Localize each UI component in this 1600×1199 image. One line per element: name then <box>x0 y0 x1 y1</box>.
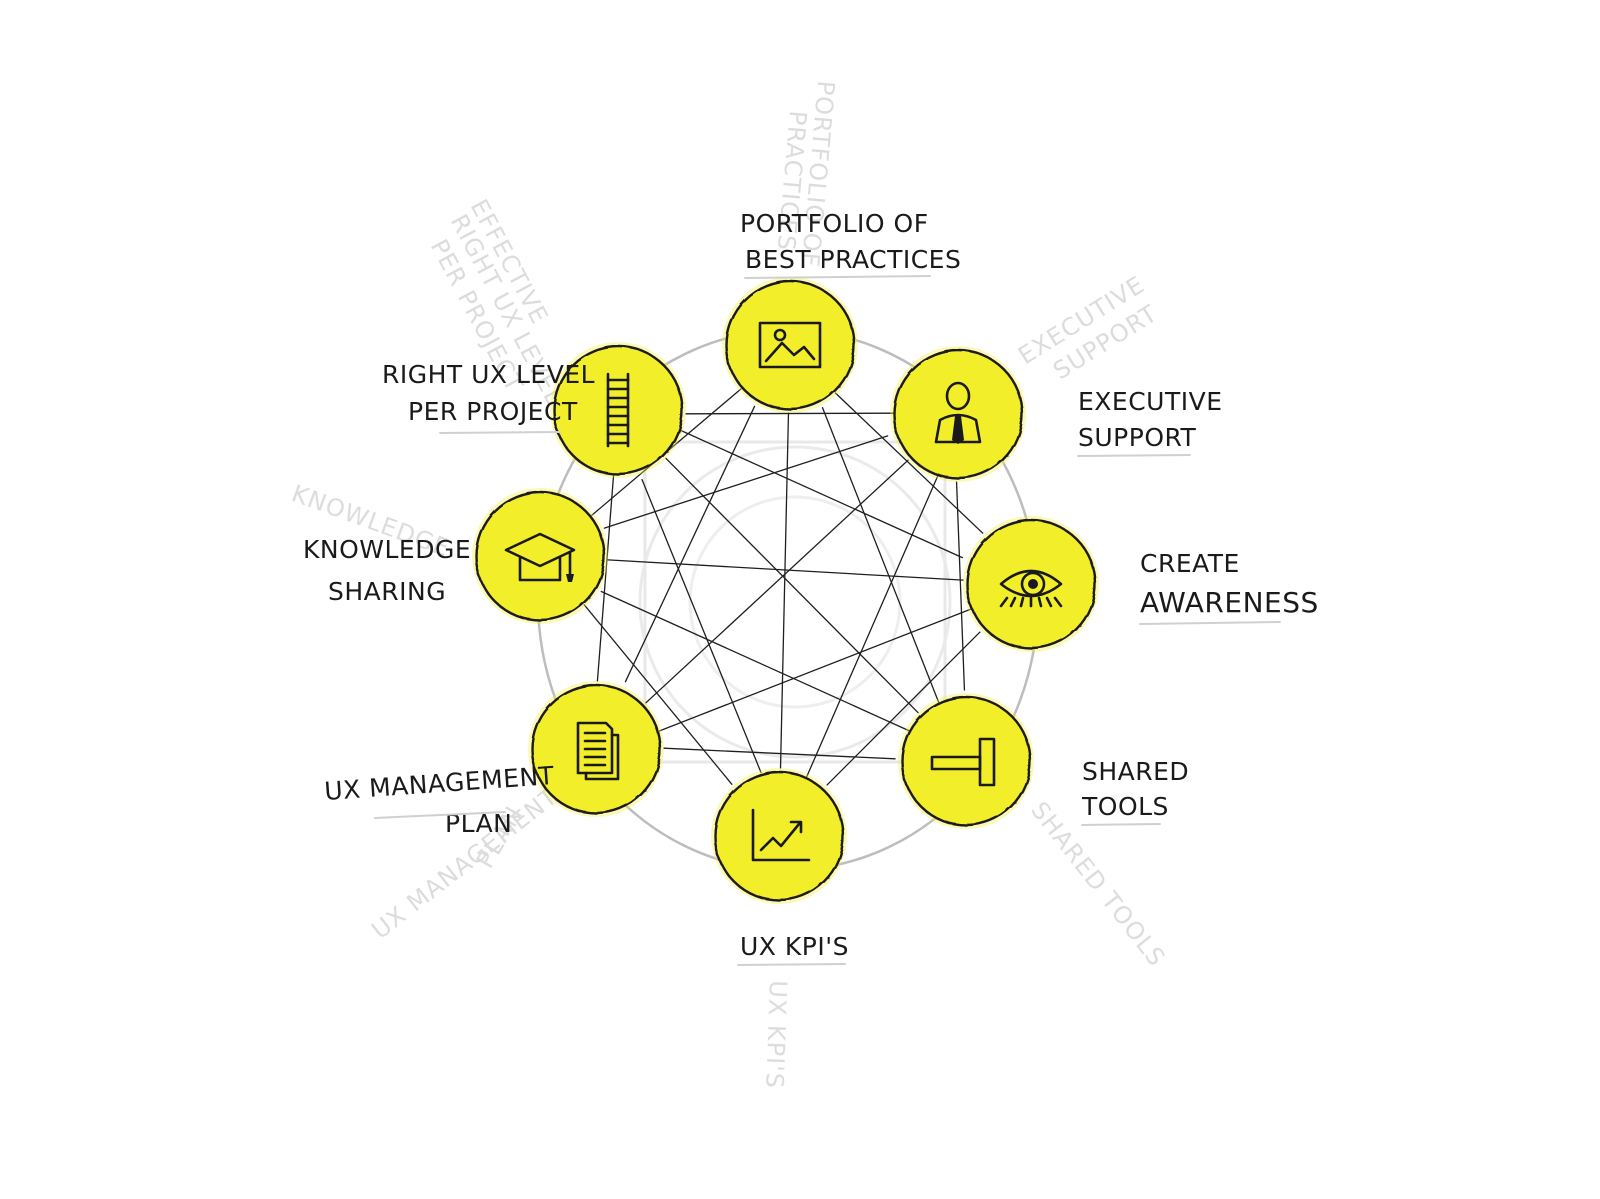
label-right-ux-line2: PER PROJECT <box>408 397 578 426</box>
connector-portfolio-ux-kpis <box>779 412 790 769</box>
node-ux-kpis-circle <box>713 770 845 902</box>
connector-ux-kpis-knowledge <box>583 604 733 785</box>
node-knowledge <box>472 488 608 624</box>
node-portfolio <box>722 277 858 413</box>
connector-ux-management-right-ux <box>596 474 615 682</box>
label-ux-kpis-underline <box>737 963 846 966</box>
label-executive: EXECUTIVE SUPPORT <box>1077 387 1223 457</box>
ghost-circle <box>638 445 952 759</box>
ladder-icon <box>606 372 630 448</box>
label-awareness-line2: AWARENESS <box>1140 586 1319 619</box>
node-right-ux <box>550 342 686 478</box>
label-shared-tools-underline <box>1081 823 1161 826</box>
connector-lines <box>583 388 984 786</box>
label-portfolio-line1: PORTFOLIO OF <box>740 209 929 238</box>
executive-person-icon <box>934 381 982 444</box>
label-ux-kpis-line1: UX KPI'S <box>740 932 849 961</box>
label-shared-tools-line1: SHARED <box>1082 757 1189 786</box>
node-right-ux-circle <box>552 344 684 476</box>
node-ux-kpis <box>711 768 847 904</box>
eye-icon <box>999 569 1063 608</box>
label-knowledge-line2: SHARING <box>328 577 446 606</box>
label-ux-kpis: UX KPI'S <box>737 932 849 966</box>
connector-shared-tools-ux-management <box>663 747 896 760</box>
label-awareness: CREATE AWARENESS <box>1139 549 1319 625</box>
label-portfolio-line2: BEST PRACTICES <box>745 245 961 274</box>
connector-awareness-right-ux <box>680 429 963 559</box>
connector-portfolio-shared-tools <box>821 406 941 706</box>
label-right-ux-line1: RIGHT UX LEVEL <box>382 360 595 389</box>
connector-awareness-ux-management <box>658 607 975 732</box>
node-awareness <box>963 516 1099 652</box>
ghost-label-ux-management: UX MANAGEMENT <box>366 782 563 944</box>
node-executive <box>890 346 1026 482</box>
node-portfolio-circle <box>724 279 856 411</box>
ghost-circle-inner <box>688 495 902 709</box>
ghost-label-ux-kpis: UX KPI'S <box>760 980 792 1090</box>
label-right-ux-underline <box>439 431 561 434</box>
node-shared-tools <box>898 693 1034 829</box>
label-shared-tools-line2: TOOLS <box>1081 792 1169 821</box>
label-executive-underline <box>1077 454 1191 457</box>
connector-executive-knowledge <box>603 435 889 529</box>
label-ux-management-underline <box>374 811 506 819</box>
connector-awareness-knowledge <box>607 559 964 581</box>
ghost-frame <box>643 440 947 764</box>
hammer-icon <box>930 737 996 787</box>
node-knowledge-circle <box>474 490 606 622</box>
connector-executive-ux-management <box>645 459 909 704</box>
connector-shared-tools-knowledge <box>600 590 912 733</box>
label-awareness-line1: CREATE <box>1140 549 1240 578</box>
connector-executive-right-ux <box>685 412 894 415</box>
label-portfolio: PORTFOLIO OF BEST PRACTICES <box>740 209 961 279</box>
label-executive-line1: EXECUTIVE <box>1078 387 1223 416</box>
label-executive-line2: SUPPORT <box>1078 423 1197 452</box>
node-ux-management <box>528 681 664 817</box>
ghost-label-shared-tools: SHARED TOOLS <box>1025 796 1171 971</box>
label-ux-management-line1: UX MANAGEMENT <box>323 761 555 806</box>
label-knowledge: KNOWLEDGE SHARING <box>303 535 471 606</box>
connector-awareness-ux-kpis <box>826 631 981 786</box>
label-awareness-underline <box>1139 621 1281 625</box>
label-portfolio-underline <box>744 275 931 279</box>
connector-shared-tools-right-ux <box>665 457 919 714</box>
label-shared-tools: SHARED TOOLS <box>1081 757 1189 826</box>
node-shared-tools-circle <box>900 695 1032 827</box>
connector-portfolio-ux-management <box>624 405 756 683</box>
connector-ux-kpis-right-ux <box>641 478 762 774</box>
graduation-cap-icon <box>504 532 576 582</box>
connector-executive-ux-kpis <box>804 475 939 781</box>
label-knowledge-line1: KNOWLEDGE <box>303 535 471 564</box>
connector-executive-shared-tools <box>955 481 966 691</box>
trend-chart-icon <box>751 808 811 862</box>
image-frame-icon <box>758 321 822 369</box>
label-right-ux: RIGHT UX LEVEL PER PROJECT <box>382 360 595 434</box>
nodes-layer <box>472 277 1099 904</box>
document-stack-icon <box>576 721 620 781</box>
